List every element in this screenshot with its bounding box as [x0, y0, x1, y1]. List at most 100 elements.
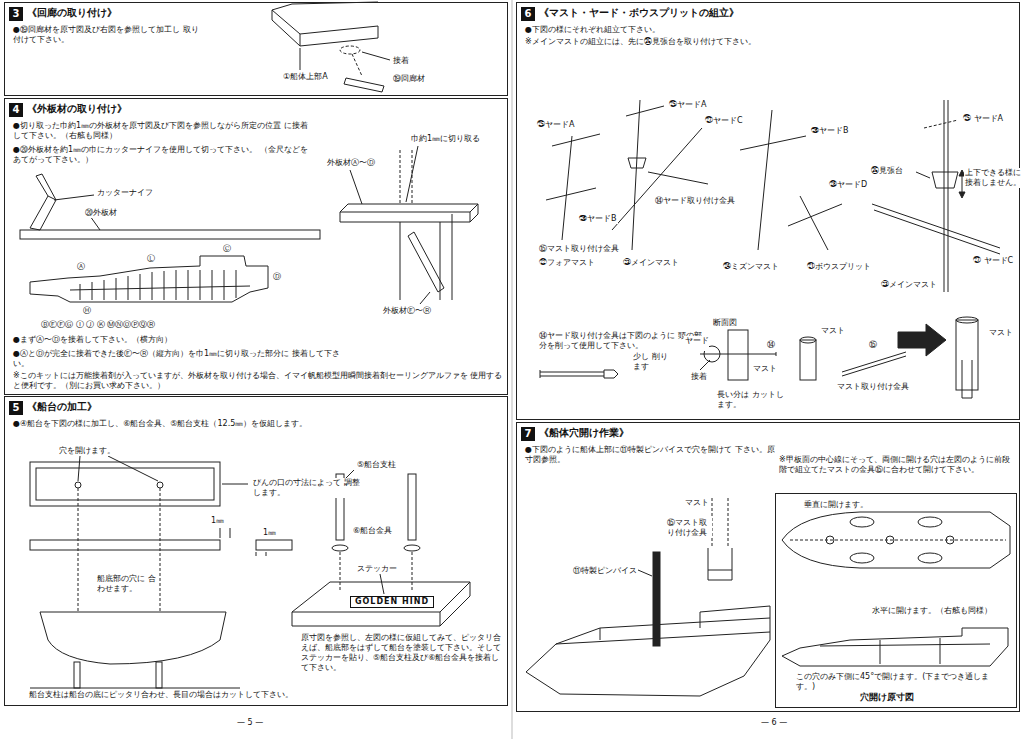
- part-label: 穴を開けます。: [58, 446, 116, 456]
- part-label: ⑥船台金具: [352, 526, 393, 536]
- instruction-text: 水平に開けます。（右舷も同様）: [872, 606, 1012, 616]
- stand-illustration: [408, 474, 416, 540]
- template-illustration: [782, 512, 1010, 666]
- stand-illustration: [30, 688, 240, 689]
- part-label: マスト: [988, 328, 1014, 338]
- part-label: 1㎜: [210, 516, 225, 526]
- fitting-detail: [540, 370, 618, 378]
- part-label: ㉟見張台: [870, 166, 904, 176]
- part-label: Ⓗ: [82, 306, 92, 316]
- part-label: マスト: [752, 364, 778, 374]
- template-illustration: [790, 540, 1006, 541]
- stand-illustration: [340, 552, 412, 590]
- part-label: ㉒フォアマスト: [538, 258, 596, 268]
- part-label: Ⓐ: [76, 262, 86, 272]
- section-heading: 《船台の加工》: [27, 401, 97, 414]
- stand-illustration: [292, 582, 470, 612]
- planking-illustration: [400, 214, 452, 300]
- fitting-detail: [898, 324, 946, 356]
- part-label: 船底部の穴に 合わせます。: [96, 574, 158, 594]
- instruction-text: この穴のみ下側に45°で開けます。(下までつき通します。): [796, 672, 1006, 692]
- part-label: ⑳外板材: [84, 208, 118, 218]
- section-panel: 7 《船体穴開け作業》 ●下図のように船体上部に⑪特製ピンバイスで穴を開けて 下さい…: [516, 422, 1020, 712]
- mast-illustration: [924, 120, 958, 128]
- part-label: カッターナイフ: [96, 188, 154, 198]
- part-label: ㉗ ヤードC: [972, 256, 1018, 266]
- planking-illustration: [30, 256, 268, 302]
- stand-illustration: [30, 462, 220, 506]
- drilling-illustration: [526, 498, 770, 696]
- part-label: ①船体上部A: [282, 72, 329, 82]
- gallery-illustration: [272, 2, 378, 46]
- stand-illustration: [220, 528, 266, 556]
- instruction-text: ●まずⒶ〜Ⓓを接着して下さい。（横方向）: [13, 335, 333, 345]
- part-label: 巾約1㎜に切り取る: [410, 134, 481, 144]
- part-label: ㉘ヤードD: [828, 180, 868, 190]
- part-label: ⑮: [868, 340, 878, 350]
- planking-illustration: [20, 146, 478, 304]
- part-label: 長い分は カットします。: [716, 390, 788, 410]
- instruction-text: ●下図のように船体上部に⑪特製ピンバイスで穴を開けて 下さい。原寸図参照。: [525, 445, 775, 465]
- drilling-illustration: [708, 548, 732, 580]
- mast-illustration: [546, 100, 1000, 292]
- planking-illustration: [54, 195, 100, 230]
- template-illustration: [886, 536, 894, 544]
- part-label: ⑲回廊材: [392, 74, 426, 84]
- section-heading: 《外板材の取り付け》: [27, 103, 127, 116]
- planking-illustration: [36, 174, 56, 200]
- planking-illustration: [30, 196, 56, 230]
- part-label: びんの口の寸法によって 調整します。: [252, 478, 364, 498]
- part-label: 1㎜: [262, 528, 277, 538]
- fitting-detail: [956, 317, 978, 323]
- part-label: ㉕ ヤードA: [962, 114, 1004, 124]
- template-heading: 穴開け原寸図: [860, 692, 914, 703]
- planking-illustration: [408, 232, 444, 292]
- instruction-text: ●⑲回廊材を原寸図及び右図を参照して加工し 取り付けて下さい。: [13, 25, 203, 45]
- step-number: 6: [521, 7, 535, 21]
- mast-illustration: [788, 196, 842, 250]
- part-label: Ⓓ: [272, 272, 282, 282]
- planking-illustration: [340, 204, 478, 222]
- gallery-illustration: [352, 54, 362, 76]
- drilling-illustration: [638, 570, 652, 576]
- template-illustration: [946, 536, 954, 544]
- stand-illustration: [332, 545, 348, 551]
- mast-illustration: [916, 172, 962, 196]
- fitting-detail: [800, 337, 816, 343]
- part-label: 接着: [690, 372, 708, 382]
- mast-illustration: [944, 100, 948, 292]
- stand-illustration: [380, 574, 384, 594]
- part-label: Ⓛ: [146, 254, 156, 264]
- part-label: 断面図: [712, 318, 738, 328]
- step-number: 4: [9, 103, 23, 117]
- part-label: ㉗ヤードC: [704, 116, 744, 126]
- section-heading: 《船体穴開け作業》: [539, 427, 629, 440]
- part-label: 外板材Ⓔ〜Ⓡ: [382, 306, 432, 316]
- mast-illustration: [546, 134, 600, 240]
- part-label: ㉕ヤードA: [668, 100, 707, 110]
- part-label: ㉔ミズンマスト: [722, 262, 780, 272]
- section-panel: 6《マスト・ヤード・ボウスプリットの組立》●下図の様にそれぞれ組立て下さい。※メ…: [516, 2, 1020, 420]
- part-label: 外板材Ⓐ〜Ⓓ: [326, 158, 376, 168]
- stand-illustration: [292, 582, 470, 626]
- step-number: 7: [521, 427, 535, 441]
- part-label: — 5 —: [236, 718, 264, 728]
- planking-illustration: [340, 204, 478, 212]
- part-label: ⑤船台支柱: [356, 460, 397, 470]
- part-label: 接着: [392, 56, 410, 66]
- stand-illustration: [404, 545, 420, 551]
- stand-illustration: [74, 662, 80, 688]
- drilling-illustration: [526, 618, 770, 696]
- template-illustration: [782, 512, 1010, 568]
- instruction-text: ●④船台を下図の様に加工し、⑥船台金具、⑤船台支柱（12.5㎜）を仮組します。: [13, 419, 493, 429]
- part-label: マスト: [820, 326, 846, 336]
- part-label: ㉖ヤードB: [810, 126, 850, 136]
- template-illustration: [826, 536, 834, 544]
- part-label: ㉓メインマスト: [622, 258, 680, 268]
- mast-illustration: [872, 204, 1000, 254]
- stand-illustration: [75, 482, 81, 488]
- planking-illustration: [350, 146, 430, 304]
- part-label: ⑮マスト取り付け金具: [666, 518, 712, 538]
